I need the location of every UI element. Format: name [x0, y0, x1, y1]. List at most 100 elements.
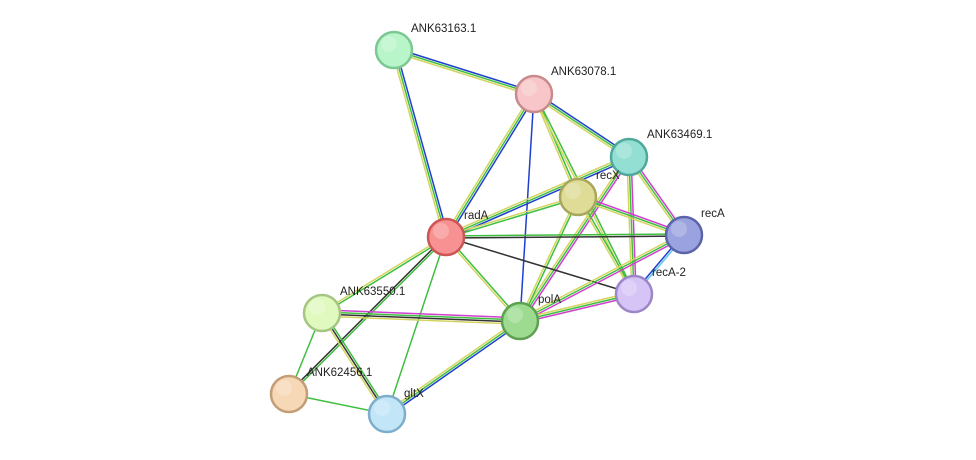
node-label-reca-2: recA-2 [652, 267, 686, 279]
edge-ank63163-1-rada [391, 49, 449, 238]
edge-strand [446, 197, 579, 239]
edge-strand [520, 295, 635, 324]
node-reca[interactable]: recA [664, 208, 725, 255]
node-label-pola: polA [538, 294, 561, 306]
node-highlight [521, 80, 537, 96]
node-pola[interactable]: polA [500, 294, 561, 341]
edge-strand [447, 94, 537, 239]
edge-strand [445, 233, 684, 237]
edge-strand [322, 237, 447, 315]
edge-recx-rada [445, 195, 579, 239]
edge-strand [520, 236, 686, 324]
node-circle[interactable] [426, 217, 466, 257]
edge-ank63550-1-pola [321, 309, 521, 325]
node-ank63469-1[interactable]: ANK63469.1 [609, 129, 712, 177]
edge-ank63163-1-ank63078-1 [393, 47, 535, 97]
node-recx[interactable]: recX [558, 170, 620, 217]
node-label-reca: recA [701, 208, 725, 220]
node-circle[interactable] [500, 301, 540, 341]
edge-reca-2-pola [519, 291, 635, 324]
edge-strand [446, 158, 631, 240]
node-circle[interactable] [367, 394, 407, 434]
edge-strand [444, 154, 629, 236]
edge-strand [394, 47, 535, 93]
node-highlight [621, 280, 637, 296]
node-label-gltx: gltX [404, 388, 424, 400]
edge-rada-reca-2 [445, 236, 635, 295]
node-label-ank63078-1: ANK63078.1 [551, 66, 616, 78]
node-highlight [507, 307, 523, 323]
node-circle[interactable] [269, 374, 309, 414]
edge-strand [626, 157, 633, 295]
node-circle[interactable] [514, 74, 554, 114]
edge-strand [322, 309, 521, 319]
node-highlight [616, 143, 632, 159]
node-label-ank62456-1: ANK62456.1 [307, 367, 372, 379]
node-highlight [433, 223, 449, 239]
edge-strand [387, 322, 522, 417]
edge-rada-ank63550-1 [321, 235, 447, 315]
edge-strand [323, 311, 390, 414]
edge-strand [393, 49, 535, 95]
edge-strand [628, 156, 635, 295]
edge-strand [321, 313, 520, 323]
edge-strand [321, 235, 446, 313]
edge-strand [519, 156, 630, 322]
edge-rada-reca [445, 233, 685, 239]
edge-strand [446, 235, 685, 239]
edge-strand [443, 92, 533, 237]
edge-strand [517, 155, 628, 321]
edge-strand [519, 293, 635, 322]
edge-strand [386, 320, 521, 415]
edge-ank63469-1-rada [444, 154, 631, 240]
edge-strand [393, 49, 447, 238]
edge-strand [630, 156, 637, 294]
edge-strand [321, 312, 388, 415]
edge-strand [391, 50, 445, 238]
node-highlight [276, 380, 292, 396]
node-label-ank63469-1: ANK63469.1 [647, 129, 712, 141]
node-circle[interactable] [609, 137, 649, 177]
node-reca-2[interactable]: recA-2 [614, 267, 686, 314]
node-ank63163-1[interactable]: ANK63163.1 [374, 23, 476, 70]
edge-strand [521, 157, 632, 323]
edge-strand [319, 313, 386, 416]
node-circle[interactable] [374, 30, 414, 70]
node-circle[interactable] [558, 177, 598, 217]
edge-strand [445, 156, 630, 238]
edge-ank63550-1-gltx [319, 311, 390, 416]
edge-strand [519, 291, 634, 320]
node-ank62456-1[interactable]: ANK62456.1 [269, 367, 372, 414]
node-highlight [381, 36, 397, 52]
node-ank63078-1[interactable]: ANK63078.1 [514, 66, 616, 114]
edge-strand [518, 232, 684, 320]
node-rada[interactable]: radA [426, 210, 489, 257]
edge-strand [445, 236, 635, 295]
edge-strand [385, 318, 520, 413]
node-label-ank63550-1: ANK63550.1 [340, 286, 405, 298]
node-highlight [671, 221, 687, 237]
edge-layer [287, 47, 687, 417]
node-label-ank63163-1: ANK63163.1 [411, 23, 476, 35]
edge-pola-gltx [385, 318, 522, 417]
node-ank63550-1[interactable]: ANK63550.1 [302, 286, 405, 333]
edge-strand [395, 49, 449, 237]
edge-strand [520, 197, 580, 322]
edge-ank63078-1-pola [519, 93, 535, 322]
node-circle[interactable] [664, 215, 704, 255]
edge-strand [518, 196, 578, 321]
node-highlight [309, 299, 325, 315]
node-highlight [565, 183, 581, 199]
node-label-rada: radA [464, 210, 489, 222]
edge-rada-gltx [386, 236, 447, 415]
edge-strand [519, 234, 685, 322]
node-circle[interactable] [302, 293, 342, 333]
node-circle[interactable] [614, 274, 654, 314]
node-gltx[interactable]: gltX [367, 388, 424, 434]
edge-strand [393, 51, 534, 97]
edge-strand [519, 93, 535, 322]
node-highlight [374, 400, 390, 416]
edge-strand [322, 311, 521, 321]
